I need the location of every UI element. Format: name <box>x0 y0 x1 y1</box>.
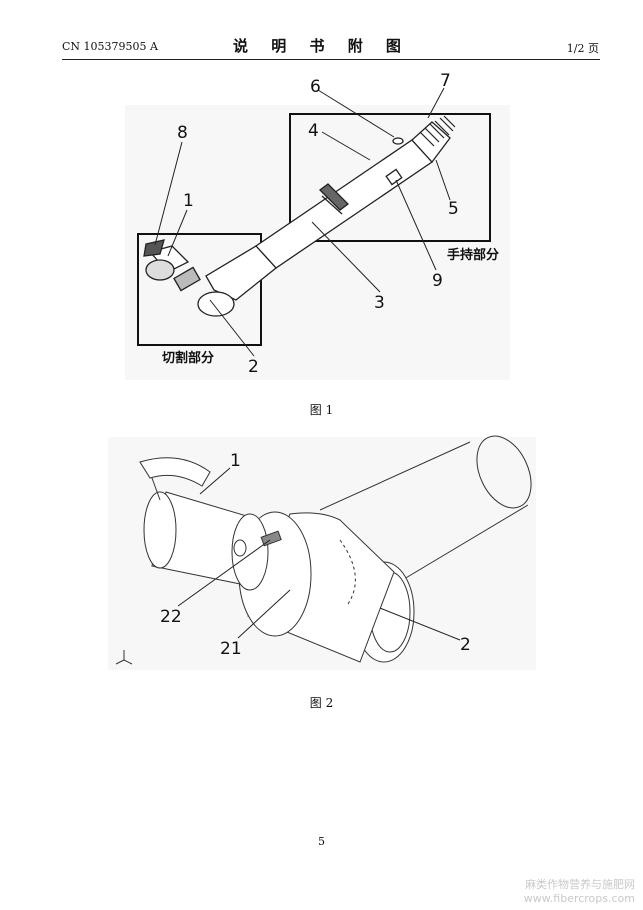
watermark-line-2: www.fibercrops.com <box>523 892 635 905</box>
handheld-region-label: 手持部分 <box>447 247 499 263</box>
figure-2-caption: 图 2 <box>309 696 334 710</box>
figure-1-caption: 图 1 <box>309 403 334 417</box>
tool-body <box>143 115 456 317</box>
header-rule <box>62 59 600 60</box>
figure-1-background <box>125 105 510 380</box>
fig2-callout-22: 22 <box>160 607 182 627</box>
callout-1: 1 <box>183 191 194 211</box>
watermark: 麻类作物营养与施肥网 www.fibercrops.com <box>524 878 635 906</box>
watermark-line-1: 麻类作物营养与施肥网 <box>525 878 635 891</box>
figure-2-body <box>139 435 532 663</box>
callout-8: 8 <box>177 123 188 143</box>
callout-3: 3 <box>374 293 385 313</box>
cutting-region-box <box>137 233 262 346</box>
figure-2-drawing: 1 22 21 2 <box>115 435 532 665</box>
figure-1-callouts: 6 7 4 5 9 3 8 1 2 <box>177 71 459 377</box>
callout-5: 5 <box>448 199 459 219</box>
callout-2: 2 <box>248 357 259 377</box>
figure-2-callouts: 1 22 21 2 <box>160 451 471 659</box>
cutting-region-label: 切割部分 <box>162 350 214 366</box>
axis-triad-icon <box>115 650 133 665</box>
fig2-callout-2: 2 <box>460 635 471 655</box>
figure-1-drawing: 6 7 4 5 9 3 8 1 2 手持部分 切割部分 <box>125 71 510 380</box>
figure-1-leaders <box>154 87 451 357</box>
callout-9: 9 <box>432 271 443 291</box>
fig2-callout-21: 21 <box>220 639 242 659</box>
handheld-region-box <box>289 113 491 242</box>
fig2-callout-1: 1 <box>230 451 241 471</box>
callout-7: 7 <box>440 71 451 91</box>
page-number: 5 <box>318 835 325 848</box>
figure-2-leaders <box>177 467 461 641</box>
threaded-end <box>419 115 456 147</box>
callout-6: 6 <box>310 77 321 97</box>
callout-4: 4 <box>308 121 319 141</box>
page-count: 1/2 页 <box>566 42 599 55</box>
page-title: 说 明 书 附 图 <box>233 37 410 55</box>
patent-number: CN 105379505 A <box>62 40 158 53</box>
